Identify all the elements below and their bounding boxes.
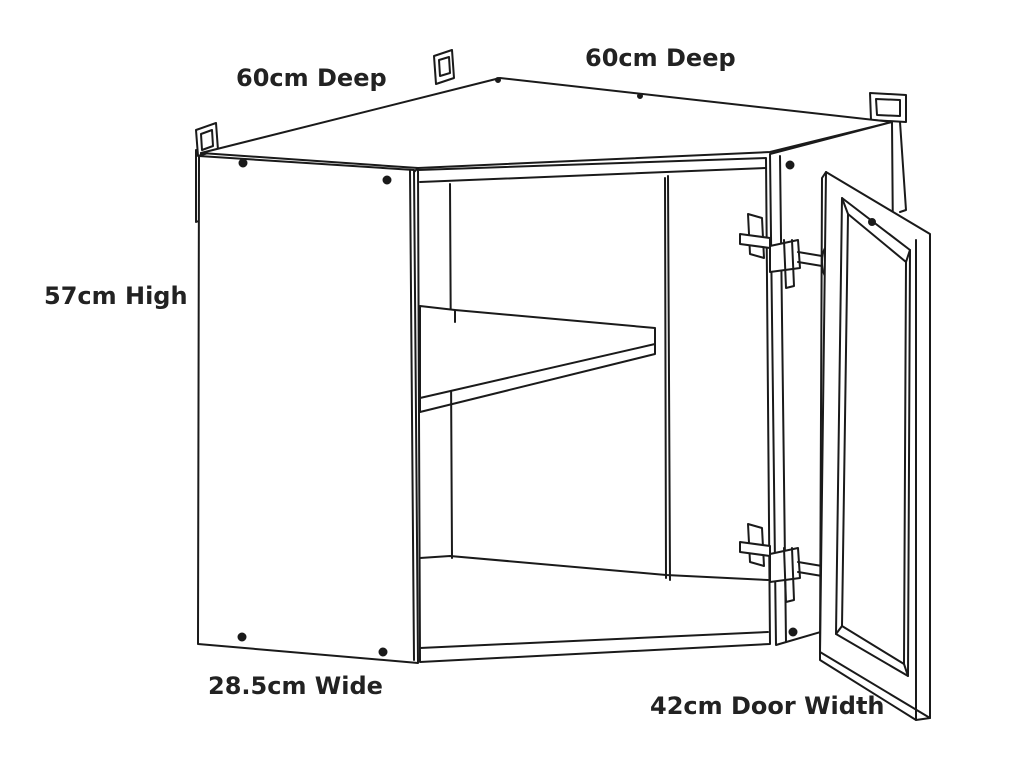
door-width-label: 42cm Door Width (650, 692, 885, 720)
hanging-bracket-center (433, 49, 455, 85)
width-label: 28.5cm Wide (208, 672, 383, 700)
interior-frame (417, 157, 771, 663)
cabinet-door (819, 171, 931, 721)
hanging-bracket-right (869, 92, 907, 213)
cabinet-shelf (419, 305, 656, 399)
depth-left-label: 60cm Deep (236, 64, 387, 92)
depth-right-label: 60cm Deep (585, 44, 736, 72)
left-side-panel (197, 155, 419, 664)
height-label: 57cm High (44, 282, 188, 310)
